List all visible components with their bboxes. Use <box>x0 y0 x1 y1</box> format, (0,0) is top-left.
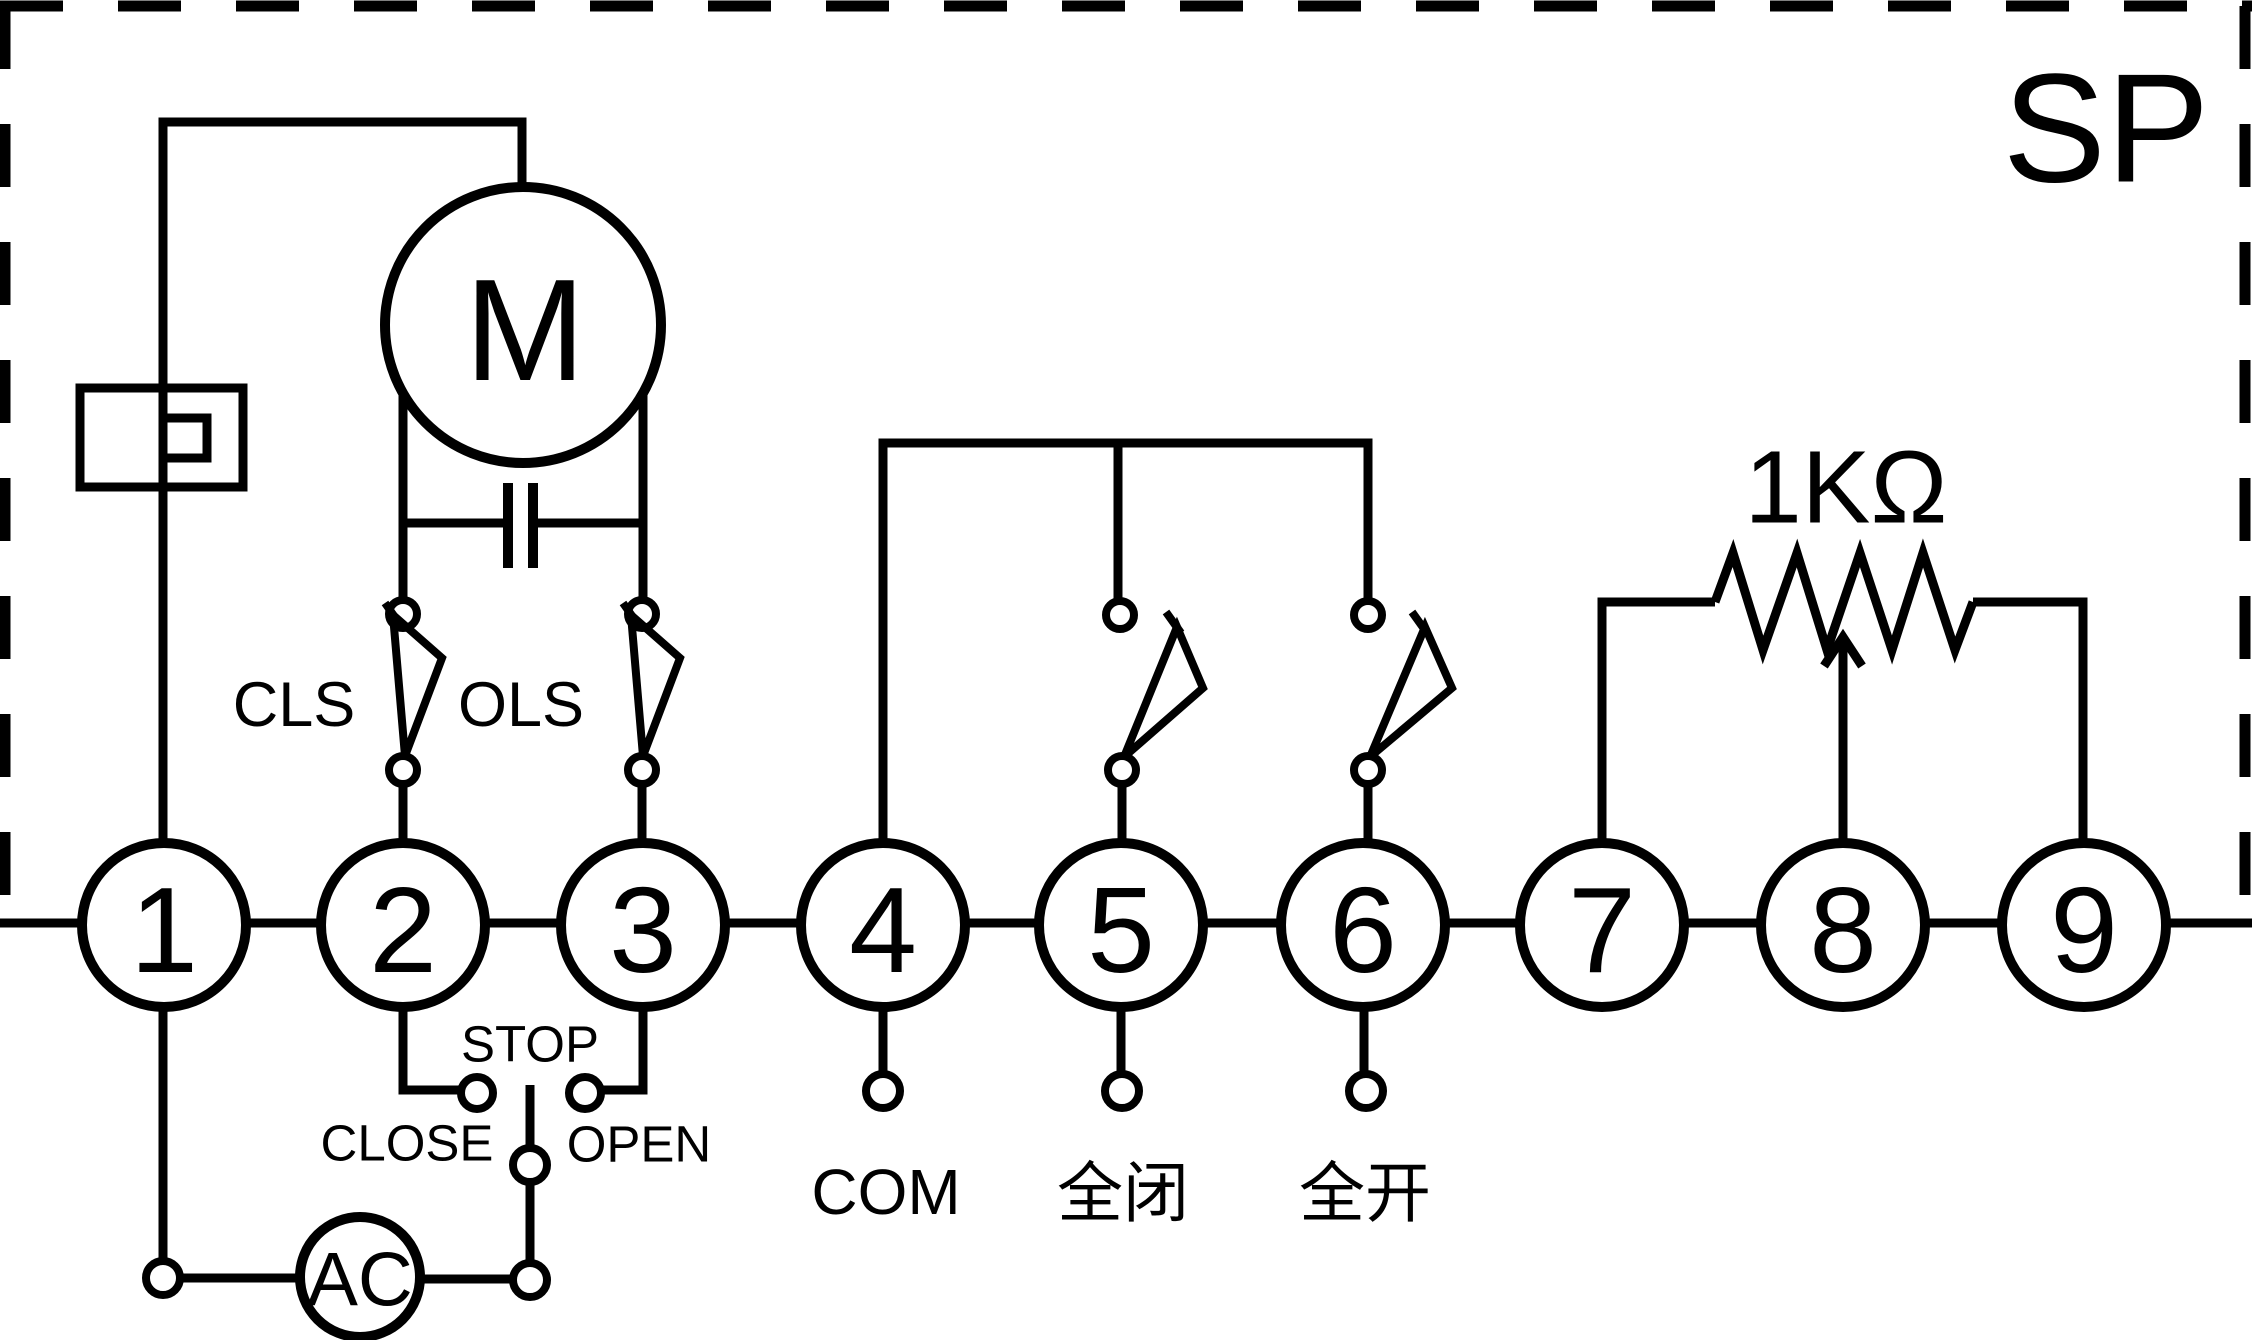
pot-wire-right <box>1973 597 2088 843</box>
fully-closed-blade <box>1120 616 1208 761</box>
terminal-3: 3 <box>556 838 730 1012</box>
fully-open-label: 全开 <box>1299 1156 1431 1230</box>
capacitor <box>403 483 643 568</box>
fully-open-top-contact <box>1350 597 1386 633</box>
pot-wire-left <box>1597 597 1715 843</box>
terminal-4: 4 <box>796 838 970 1012</box>
com-bracket-wire <box>878 438 1373 843</box>
cls-bottom-contact <box>385 752 421 788</box>
plug-symbol-step <box>158 388 212 487</box>
terminal-2: 2 <box>316 838 490 1012</box>
stop-moving-contact <box>509 1144 551 1186</box>
motor-circle <box>380 182 666 468</box>
terminal-1: 1 <box>77 838 251 1012</box>
potentiometer-branch: 1KΩ <box>1597 430 2088 843</box>
terminal2-to-close-wire <box>398 1007 459 1095</box>
terminal-5-circle <box>1034 838 1208 1012</box>
terminal-3-number: 3 <box>609 862 677 998</box>
pot-resistor-zigzag <box>1710 538 1978 665</box>
fully-open-node <box>1345 1070 1387 1112</box>
motor-label: M <box>465 249 586 411</box>
terminal-5-number: 5 <box>1087 862 1155 998</box>
com-node <box>862 1070 904 1112</box>
cls-label: CLS <box>233 670 356 740</box>
terminal-9: 9 <box>1997 838 2171 1012</box>
terminal-9-number: 9 <box>2050 862 2118 998</box>
device-boundary <box>0 0 2252 905</box>
terminal-6-number: 6 <box>1329 862 1397 998</box>
close-label: CLOSE <box>321 1115 494 1172</box>
cls-blade <box>388 605 447 758</box>
com-label: COM <box>811 1156 960 1228</box>
device-title: SP <box>2003 42 2210 215</box>
terminal-4-number: 4 <box>849 862 917 998</box>
stop-bottom-node <box>509 1259 551 1301</box>
terminal-8-number: 8 <box>1809 862 1877 998</box>
fully-closed-top-contact <box>1102 597 1138 633</box>
terminal-6: 6 <box>1276 838 1450 1012</box>
cls-limit-switch <box>381 596 447 843</box>
terminal-8-circle <box>1756 838 1930 1012</box>
terminal3-to-open-wire <box>603 1007 648 1095</box>
terminal-2-number: 2 <box>369 862 437 998</box>
terminal-6-circle <box>1276 838 1450 1012</box>
stop-label: STOP <box>461 1016 599 1073</box>
motor-branch: M CLS OLS <box>75 117 685 843</box>
fully-open-blade <box>1366 616 1457 761</box>
position-switch-branch: COM 全闭 全开 <box>811 438 1457 1230</box>
close-contact <box>457 1073 497 1113</box>
terminal-5: 5 <box>1034 838 1208 1012</box>
fully-open-blade-tip <box>1408 609 1431 636</box>
ols-limit-switch <box>619 596 685 843</box>
terminal-1-circle <box>77 838 251 1012</box>
terminal-9-circle <box>1997 838 2171 1012</box>
terminal-2-circle <box>316 838 490 1012</box>
fully-closed-switch <box>1102 597 1208 843</box>
ac-left-node <box>142 1257 184 1299</box>
terminal-3-circle <box>556 838 730 1012</box>
potentiometer-value-label: 1KΩ <box>1745 430 1948 545</box>
terminal-7: 7 <box>1515 838 1689 1012</box>
cls-blade-tip <box>381 600 403 626</box>
terminal-1-number: 1 <box>130 862 198 998</box>
ols-bottom-contact <box>624 752 660 788</box>
ac-label: AC <box>307 1238 413 1323</box>
terminal-8: 8 <box>1756 838 1930 1012</box>
open-contact <box>565 1073 605 1113</box>
control-branch: AC STOP CLOSE OPEN <box>142 1007 712 1340</box>
ols-blade <box>626 605 685 758</box>
terminal-4-circle <box>796 838 970 1012</box>
pot-wiper-arrowhead <box>1820 628 1866 669</box>
ols-label: OLS <box>458 670 584 740</box>
terminal-7-circle <box>1515 838 1689 1012</box>
fully-closed-node <box>1101 1070 1143 1112</box>
terminal-row: 1 2 3 4 5 6 7 8 <box>77 838 2171 1012</box>
fully-closed-blade-tip <box>1162 609 1185 636</box>
open-label: OPEN <box>567 1116 712 1173</box>
ols-blade-tip <box>619 600 641 626</box>
fully-open-switch <box>1350 597 1457 843</box>
fully-closed-label: 全闭 <box>1057 1156 1189 1230</box>
fully-closed-pivot <box>1104 752 1140 788</box>
fully-open-pivot <box>1350 752 1386 788</box>
terminal-7-number: 7 <box>1568 862 1636 998</box>
